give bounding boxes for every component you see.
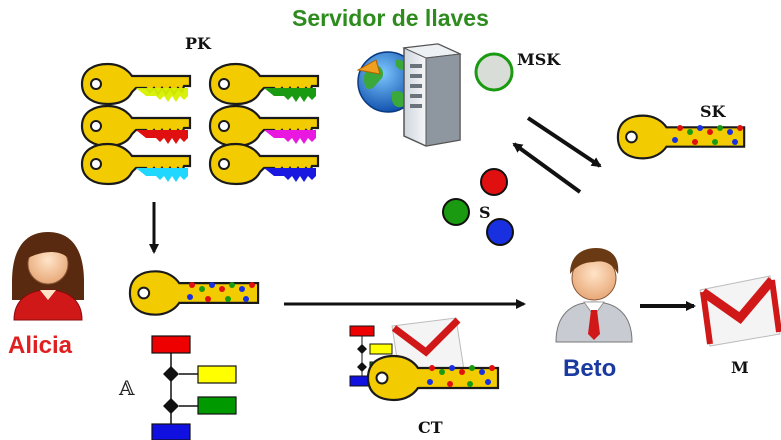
access-tree-icon — [151, 335, 237, 440]
msk-circle — [474, 52, 514, 92]
arrow-s-to-server — [512, 142, 582, 194]
pk-keys — [80, 62, 320, 186]
pk-key-6-icon — [208, 142, 320, 186]
access-structure-label: 𝔸 — [119, 376, 135, 400]
beto-label: Beto — [563, 355, 617, 382]
key-server-icon — [356, 43, 462, 147]
alicia-avatar-icon — [12, 232, 84, 321]
sk-key-icon — [616, 114, 746, 160]
alicia-label: Alicia — [8, 332, 73, 359]
pk-key-5-icon — [208, 104, 320, 148]
pk-key-1-icon — [80, 62, 192, 106]
beto-avatar-icon — [555, 248, 633, 343]
pk-key-2-icon — [80, 104, 192, 148]
globe-icon — [356, 51, 419, 113]
message-mail-icon — [699, 275, 781, 347]
m-label: M — [731, 358, 749, 377]
attribute-green-circle — [442, 198, 470, 226]
sk-label: SK — [700, 102, 726, 121]
ct-label: CT — [418, 418, 443, 437]
attribute-set-s — [442, 168, 514, 246]
server-icon — [402, 43, 462, 147]
msk-label: MSK — [517, 50, 561, 69]
s-label: S — [479, 203, 491, 222]
pk-label: PK — [185, 34, 211, 53]
pk-key-3-icon — [80, 142, 192, 186]
pk-key-4-icon — [208, 62, 320, 106]
ciphertext-icon — [349, 317, 500, 402]
attribute-red-circle — [480, 168, 508, 196]
attribute-blue-circle — [486, 218, 514, 246]
alicia-key-icon — [128, 270, 260, 316]
arrow-server-to-sk — [526, 116, 602, 168]
key-server-title: Servidor de llaves — [292, 5, 489, 31]
